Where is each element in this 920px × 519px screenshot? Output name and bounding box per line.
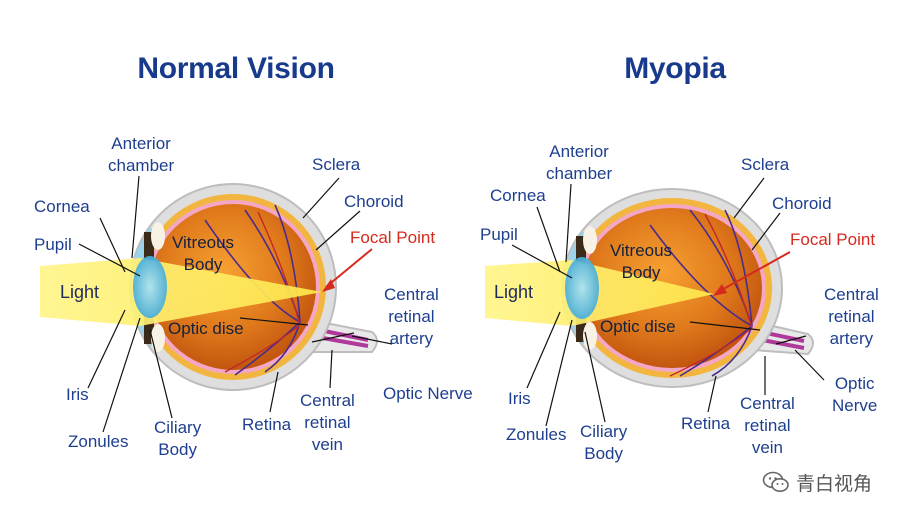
myopia-title: Myopia bbox=[624, 52, 726, 85]
myopia-eye bbox=[485, 177, 825, 427]
myopia-iris-top bbox=[576, 236, 586, 264]
normal-label-retina: Retina bbox=[242, 415, 292, 434]
watermark: 青白视角 bbox=[762, 468, 872, 496]
normal-label-pupil: Pupil bbox=[34, 235, 72, 254]
normal-focal-arrow bbox=[325, 248, 373, 288]
myopia-label-ciliary-body: Ciliary Body bbox=[580, 422, 628, 463]
myopia-label-choroid: Choroid bbox=[772, 194, 832, 213]
myopia-label-central-retinal-artery: Central retinal artery bbox=[824, 285, 879, 348]
normal-label-cornea: Cornea bbox=[34, 197, 90, 216]
myopia-red-vessels bbox=[669, 213, 753, 377]
normal-vision-title: Normal Vision bbox=[137, 52, 335, 85]
myopia-label-iris: Iris bbox=[508, 389, 531, 408]
normal-iris-top bbox=[144, 232, 154, 260]
normal-red-vessels bbox=[224, 211, 301, 373]
normal-label-optic-nerve: Optic Nerve bbox=[383, 384, 473, 403]
myopia-label-cornea: Cornea bbox=[490, 186, 546, 205]
myopia-label-optic-dise: Optic dise bbox=[600, 317, 676, 336]
myopia-label-sclera: Sclera bbox=[741, 155, 790, 174]
normal-label-anterior-chamber: Anterior chamber bbox=[108, 134, 175, 175]
normal-label-zonules: Zonules bbox=[68, 432, 129, 451]
myopia-label-central-retinal-vein: Central retinal vein bbox=[740, 394, 795, 457]
normal-ciliary-bottom bbox=[151, 324, 165, 352]
normal-label-focal-point: Focal Point bbox=[350, 228, 436, 247]
myopia-label-zonules: Zonules bbox=[506, 425, 567, 444]
normal-light-beam bbox=[40, 258, 322, 326]
myopia-light-beam bbox=[485, 260, 714, 326]
myopia-label-pupil: Pupil bbox=[480, 225, 518, 244]
normal-label-ciliary-body: Ciliary Body bbox=[154, 418, 202, 459]
normal-lens bbox=[133, 256, 167, 318]
normal-ciliary-top bbox=[151, 222, 165, 250]
myopia-lens bbox=[565, 257, 599, 319]
wechat-icon bbox=[762, 471, 789, 492]
normal-iris-bottom bbox=[144, 316, 154, 344]
myopia-leader-lines bbox=[511, 177, 825, 427]
normal-label-optic-dise: Optic dise bbox=[168, 319, 244, 338]
normal-label-iris: Iris bbox=[66, 385, 89, 404]
myopia-label-focal-point: Focal Point bbox=[790, 230, 876, 249]
myopia-label-anterior-chamber: Anterior chamber bbox=[546, 142, 613, 183]
normal-label-light: Light bbox=[60, 282, 100, 302]
normal-label-central-retinal-artery: Central retinal artery bbox=[384, 285, 439, 348]
normal-label-vitreous-body: Vitreous Body bbox=[172, 233, 235, 274]
myopia-focal-arrow-head bbox=[713, 284, 727, 296]
normal-focal-arrow-head bbox=[322, 279, 335, 292]
myopia-ciliary-bottom bbox=[583, 322, 597, 350]
normal-leader-lines bbox=[78, 175, 393, 433]
myopia-label-optic-nerve: Optic Nerve bbox=[832, 374, 878, 415]
myopia-label-retina: Retina bbox=[681, 414, 731, 433]
myopia-ciliary-top bbox=[583, 226, 597, 254]
myopia-label-vitreous-body: Vitreous Body bbox=[610, 241, 673, 282]
normal-eye bbox=[40, 175, 393, 433]
normal-label-central-retinal-vein: Central retinal vein bbox=[300, 391, 355, 454]
myopia-iris-bottom bbox=[576, 314, 586, 342]
myopia-focal-arrow bbox=[717, 251, 791, 293]
normal-label-choroid: Choroid bbox=[344, 192, 404, 211]
normal-label-sclera: Sclera bbox=[312, 155, 361, 174]
watermark-text: 青白视角 bbox=[796, 473, 873, 495]
myopia-label-light: Light bbox=[494, 282, 534, 302]
